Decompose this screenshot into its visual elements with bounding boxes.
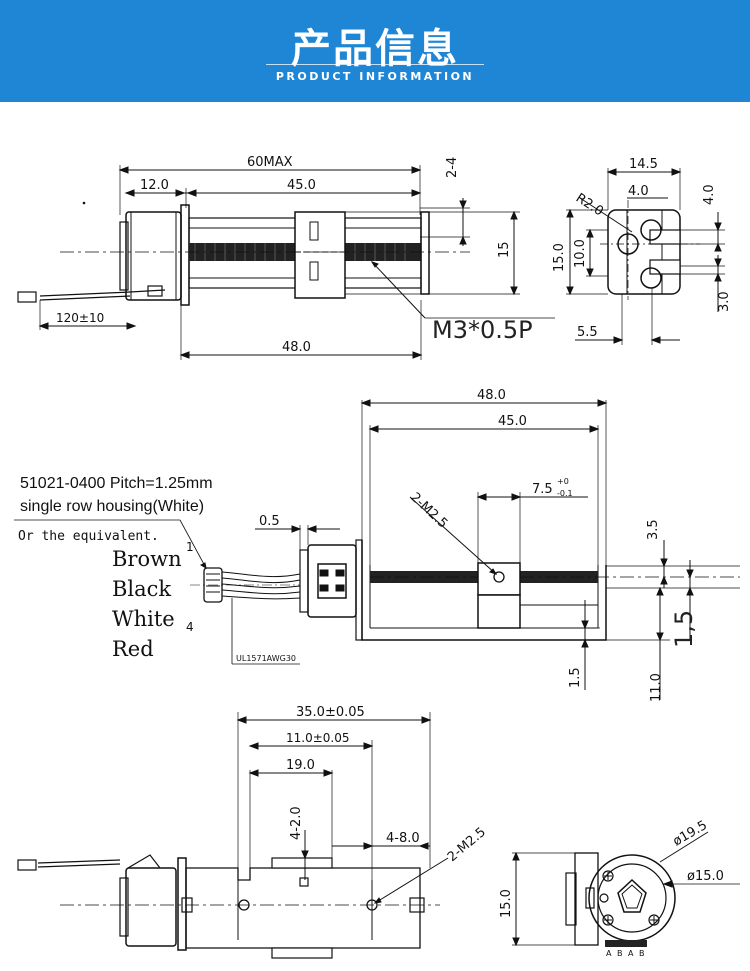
- dim-3-5: 3.5: [646, 519, 661, 540]
- dim-3: 3.0: [717, 291, 732, 312]
- dim-35: 35.0±0.05: [296, 705, 365, 720]
- motor-end-view: 15.0 ø19.5 ø15.0 A B A B: [499, 818, 740, 958]
- motor-body: [125, 211, 182, 301]
- pin-label-b1: B: [617, 949, 623, 958]
- header-banner: 产品信息 PRODUCT INFORMATION: [0, 0, 750, 102]
- dim-48-mid: 48.0: [477, 388, 506, 403]
- side-view-middle: 48.0 45.0 7.5 +0 -0.1 2-M2.5 0.5 3.5 1,5…: [14, 388, 740, 702]
- pin-4-label: 4: [186, 620, 194, 634]
- dim-1-5-large: 1,5: [670, 610, 698, 648]
- dim-19: 19.0: [286, 758, 315, 773]
- dim-d15: ø15.0: [687, 869, 724, 884]
- wire-red: Red: [112, 637, 154, 661]
- dim-11: 11.0: [649, 673, 664, 702]
- connector-note: Or the equivalent.: [18, 529, 159, 544]
- dim-14-5: 14.5: [629, 157, 658, 172]
- dim-11-bottom: 11.0±0.05: [286, 731, 350, 745]
- dim-12: 12.0: [140, 178, 169, 193]
- dim-2-4: 2-4: [445, 157, 460, 178]
- dim-2-m2-5-mid: 2-M2.5: [407, 490, 450, 532]
- dim-d19-5: ø19.5: [671, 818, 710, 849]
- dim-45-mid: 45.0: [498, 414, 527, 429]
- connector-housing-spec: single row housing(White): [20, 498, 204, 515]
- cable-label: UL1571AWG30: [236, 654, 296, 663]
- motor-body-mid: [307, 544, 357, 618]
- dim-15-end: 15.0: [552, 243, 567, 272]
- tol-plus: +0: [557, 477, 569, 486]
- motor-flange: [180, 204, 190, 306]
- end-view-top: 14.5 4.0 R2.0 4.0 3.0 15.0 10.0 5.5: [552, 157, 732, 345]
- dim-1-5: 1.5: [568, 667, 583, 688]
- pin-1-label: 1: [186, 540, 194, 554]
- pin-label-a2: A: [628, 949, 634, 958]
- motor-circle-inner: [597, 863, 667, 933]
- wire-brown: Brown: [112, 547, 182, 571]
- end-plate: [607, 209, 681, 295]
- motor-cap: [119, 221, 129, 291]
- wire-connector: [17, 291, 37, 303]
- slider-nut: [294, 211, 346, 299]
- side-view-bottom: 35.0±0.05 11.0±0.05 19.0 4-2.0 4-8.0 2-M…: [17, 705, 489, 959]
- page-subtitle: PRODUCT INFORMATION: [275, 70, 475, 83]
- wire-white: White: [112, 607, 175, 631]
- dim-5-5: 5.5: [577, 325, 598, 340]
- dim-0-5: 0.5: [259, 514, 280, 529]
- dim-15: 15: [497, 241, 512, 258]
- dim-10: 10.0: [573, 239, 588, 268]
- dim-45: 45.0: [287, 178, 316, 193]
- dim-4-right: 4.0: [702, 184, 717, 205]
- dim-2-m2-5-bottom: 2-M2.5: [445, 825, 489, 865]
- dim-15-motor: 15.0: [499, 889, 514, 918]
- dim-4-2: 4-2.0: [289, 806, 304, 840]
- motor-circle-outer: [588, 854, 676, 942]
- pin-label-b2: B: [639, 949, 645, 958]
- pin-label-a1: A: [606, 949, 612, 958]
- header-divider: [266, 64, 484, 65]
- dim-4-8: 4-8.0: [386, 831, 420, 846]
- dim-r2: R2.0: [573, 191, 606, 220]
- thread-label: M3*0.5P: [432, 316, 533, 344]
- dim-120: 120±10: [56, 311, 104, 325]
- end-bracket: [420, 211, 430, 295]
- dim-4-top: 4.0: [628, 184, 649, 199]
- connector-spec: 51021-0400 Pitch=1.25mm: [20, 475, 213, 492]
- side-view-top: 60MAX 12.0 45.0 2-4 15 120±10 48.0 M3*0.…: [17, 155, 555, 360]
- dim-60max: 60MAX: [247, 155, 293, 170]
- motor-body-bottom: [125, 867, 177, 947]
- dim-7-5: 7.5: [532, 482, 553, 497]
- wire-black: Black: [112, 577, 171, 601]
- tol-minus: -0.1: [557, 489, 573, 498]
- dim-48-top: 48.0: [282, 340, 311, 355]
